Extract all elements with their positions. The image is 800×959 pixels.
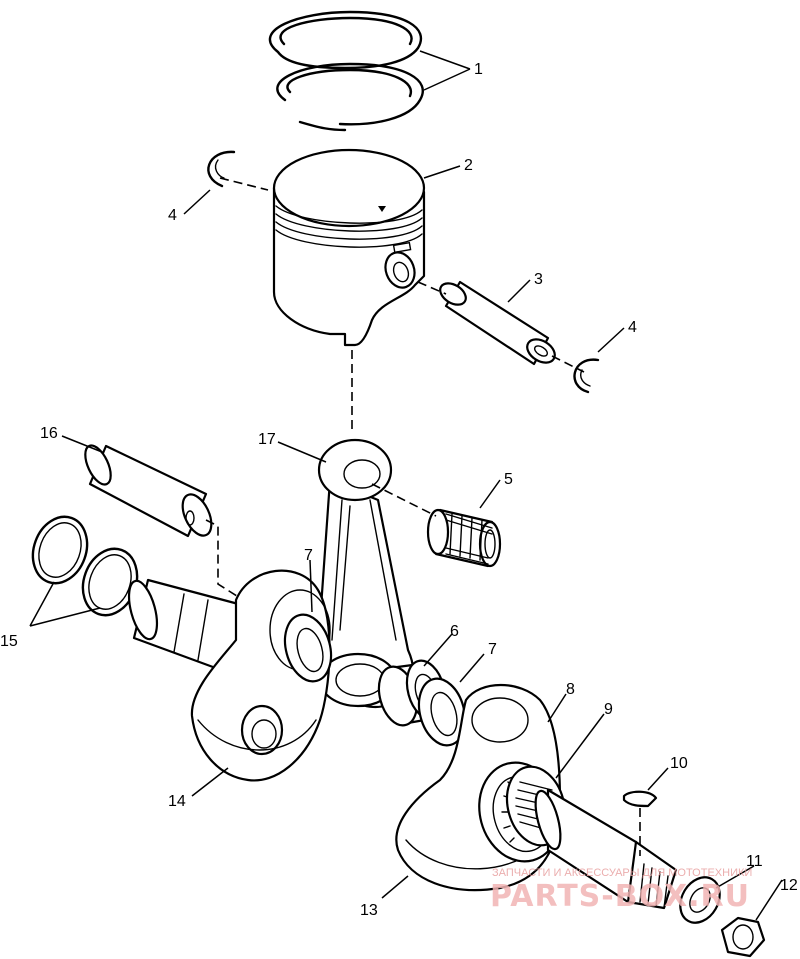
callout-10: 10 [670, 755, 688, 772]
callout-7-left: 7 [304, 547, 313, 564]
callout-6: 6 [450, 623, 459, 640]
callout-1: 1 [474, 61, 483, 78]
piston-rings [268, 10, 424, 132]
thrust-washer-left [283, 613, 333, 683]
leader-lines [29, 50, 783, 921]
circlip-right [573, 358, 600, 394]
callout-5: 5 [504, 471, 513, 488]
callout-3: 3 [534, 271, 543, 288]
connecting-rod [316, 438, 415, 709]
seal-rings [31, 515, 139, 617]
callout-14: 14 [168, 793, 186, 810]
assembly-lines [205, 177, 641, 856]
callout-7-right: 7 [488, 641, 497, 658]
crank-pin [84, 444, 213, 538]
callout-16: 16 [40, 425, 58, 442]
watermark-brand: PARTS-BOX.RU [490, 879, 750, 914]
callout-15: 15 [0, 633, 18, 650]
callout-2: 2 [464, 157, 473, 174]
piston-pin [439, 280, 556, 366]
callout-13: 13 [360, 902, 378, 919]
woodruff-key [622, 790, 658, 808]
callout-9: 9 [604, 701, 613, 718]
thrust-washer-right [417, 677, 467, 747]
piston [272, 148, 426, 347]
callout-11: 11 [746, 853, 763, 870]
washer [679, 876, 721, 924]
needle-bearing [426, 508, 502, 568]
circlip-left [207, 150, 236, 188]
callout-4-right: 4 [628, 319, 637, 336]
callout-8: 8 [566, 681, 575, 698]
output-shaft [534, 788, 678, 910]
nut [720, 916, 766, 958]
callout-17: 17 [258, 431, 276, 448]
watermark: ЗАПЧАСТИ И АКСЕССУАРЫ ДЛЯ МОТОТЕХНИКИ PA… [490, 867, 752, 914]
watermark-tagline: ЗАПЧАСТИ И АКСЕССУАРЫ ДЛЯ МОТОТЕХНИКИ [492, 867, 752, 879]
callout-12: 12 [780, 877, 798, 894]
callout-labels: 1 2 3 4 4 5 6 7 7 8 9 10 11 12 13 14 15 … [0, 61, 798, 919]
callout-4-left: 4 [168, 207, 177, 224]
